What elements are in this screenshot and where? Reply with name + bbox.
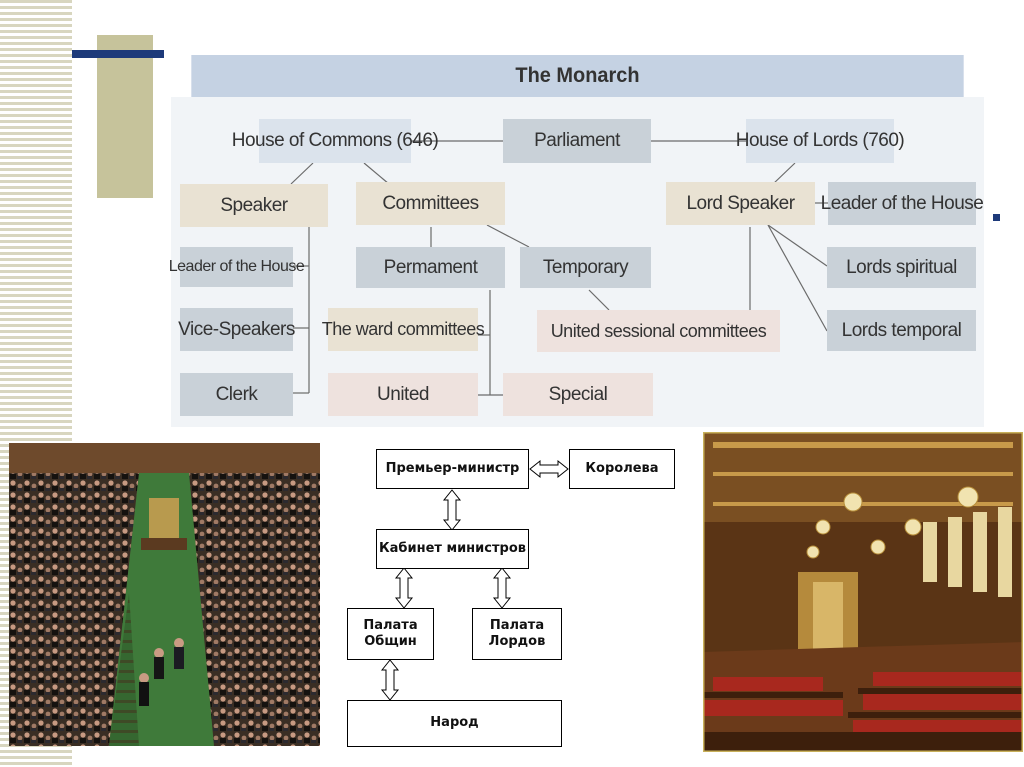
- house-of-commons-ru-box: Палата Общин: [347, 608, 434, 660]
- parliament-structure-chart: The Monarch House of Commons (646) Parli…: [169, 55, 984, 427]
- permament-box: Permament: [356, 247, 505, 288]
- house-of-lords-photo: [703, 432, 1023, 752]
- house-of-commons-photo: [9, 443, 320, 746]
- leader-of-house-lords-box: Leader of the House: [821, 182, 984, 225]
- vice-speakers-box: Vice-Speakers: [178, 308, 295, 351]
- chart-connectors: [290, 140, 828, 396]
- cabinet-box: Кабинет министров: [376, 529, 529, 569]
- ward-committees-box: The ward committees: [322, 308, 485, 351]
- parliament-box: Parliament: [503, 119, 651, 163]
- special-box: Special: [503, 373, 653, 416]
- house-of-lords-box: House of Lords (760): [736, 119, 905, 163]
- lords-ru-line1: Палата: [489, 617, 545, 633]
- house-of-lords-ru-box: Палата Лордов: [472, 608, 562, 660]
- committees-box: Committees: [356, 182, 505, 225]
- commons-ru-line2: Общин: [364, 634, 417, 649]
- bullet-marker: [993, 214, 1000, 221]
- lords-ru-line2: Лордов: [488, 634, 546, 649]
- commons-ru-line1: Палата: [363, 617, 418, 633]
- queen-box: Королева: [569, 449, 675, 489]
- lords-temporal-box: Lords temporal: [827, 310, 976, 351]
- accent-line: [72, 50, 164, 58]
- lord-speaker-box: Lord Speaker: [666, 182, 815, 225]
- speaker-box: Speaker: [180, 184, 328, 227]
- prime-minister-box: Премьер-министр: [376, 449, 529, 489]
- house-of-commons-box: House of Commons (646): [232, 119, 439, 163]
- united-box: United: [328, 373, 478, 416]
- temporary-box: Temporary: [520, 247, 651, 288]
- leader-of-house-commons-box: Leader of the House: [169, 247, 305, 287]
- clerk-box: Clerk: [180, 373, 293, 416]
- accent-block: [97, 35, 153, 198]
- chart-title: The Monarch: [191, 55, 964, 97]
- lords-spiritual-box: Lords spiritual: [827, 247, 976, 288]
- united-sessional-committees-box: United sessional committees: [537, 310, 780, 352]
- people-box: Народ: [347, 700, 562, 747]
